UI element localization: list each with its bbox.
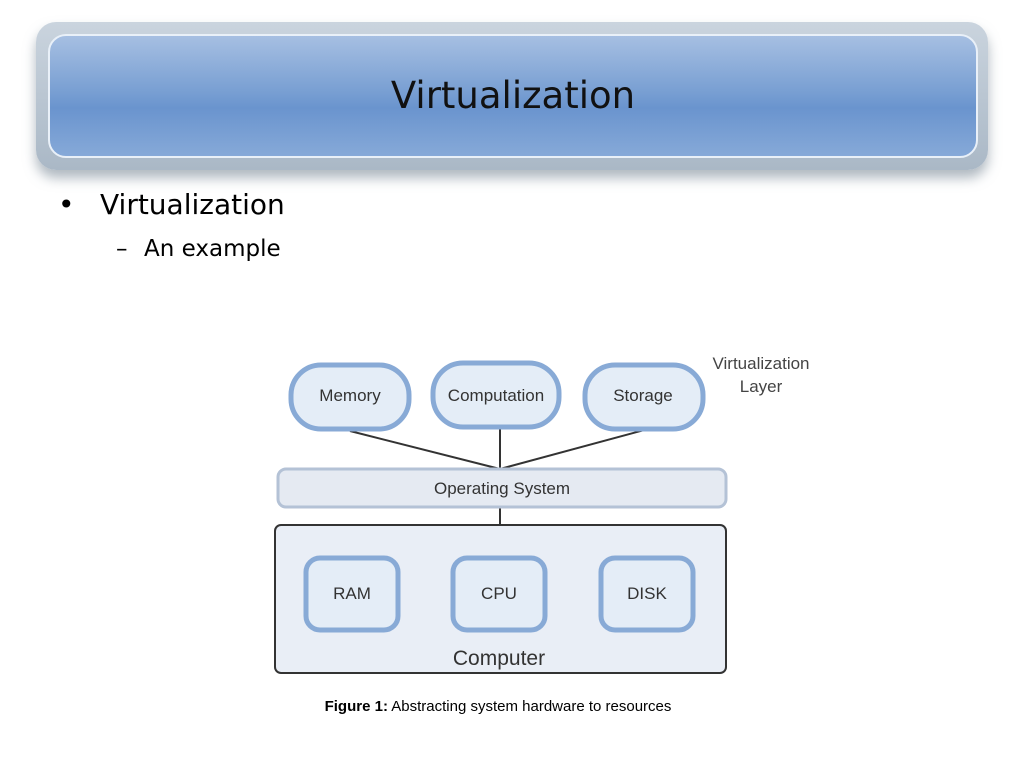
bullet-text: Virtualization — [100, 188, 285, 221]
layer-label-line2: Layer — [740, 377, 783, 396]
hardware-cpu: CPU — [450, 555, 548, 633]
figure-caption-label: Figure 1: — [324, 698, 388, 715]
connector-storage — [499, 428, 649, 470]
resource-memory-label: Memory — [319, 386, 381, 405]
hardware-cpu-label: CPU — [481, 584, 517, 603]
virtualization-diagram: Memory Computation Storage Virtualizatio… — [274, 354, 810, 674]
hardware-ram: RAM — [303, 555, 401, 633]
resource-computation: Computation — [430, 360, 562, 430]
layer-label-line1: Virtualization — [712, 354, 809, 373]
bullet-marker: • — [58, 188, 75, 221]
operating-system-label: Operating System — [434, 479, 570, 498]
figure-caption: Figure 1: Abstracting system hardware to… — [0, 698, 996, 715]
connector-memory — [349, 430, 501, 470]
hardware-disk: DISK — [598, 555, 696, 633]
hardware-disk-label: DISK — [627, 584, 667, 603]
hardware-ram-label: RAM — [333, 584, 371, 603]
operating-system-bar: Operating System — [276, 467, 728, 509]
sub-bullet-marker: – — [116, 236, 128, 262]
resource-storage-label: Storage — [613, 386, 673, 405]
sub-bullet-item: –An example — [116, 236, 281, 262]
resource-storage: Storage — [582, 362, 706, 432]
computer-box: RAM CPU DISK Computer — [274, 524, 727, 674]
sub-bullet-text: An example — [144, 236, 281, 262]
figure-caption-text: Abstracting system hardware to resources — [391, 698, 672, 715]
slide-title: Virtualization — [390, 74, 636, 117]
title-panel — [48, 34, 978, 158]
resource-memory: Memory — [288, 362, 412, 432]
computer-label: Computer — [453, 647, 545, 670]
resource-computation-label: Computation — [448, 386, 544, 405]
bullet-item: • Virtualization — [58, 188, 285, 221]
